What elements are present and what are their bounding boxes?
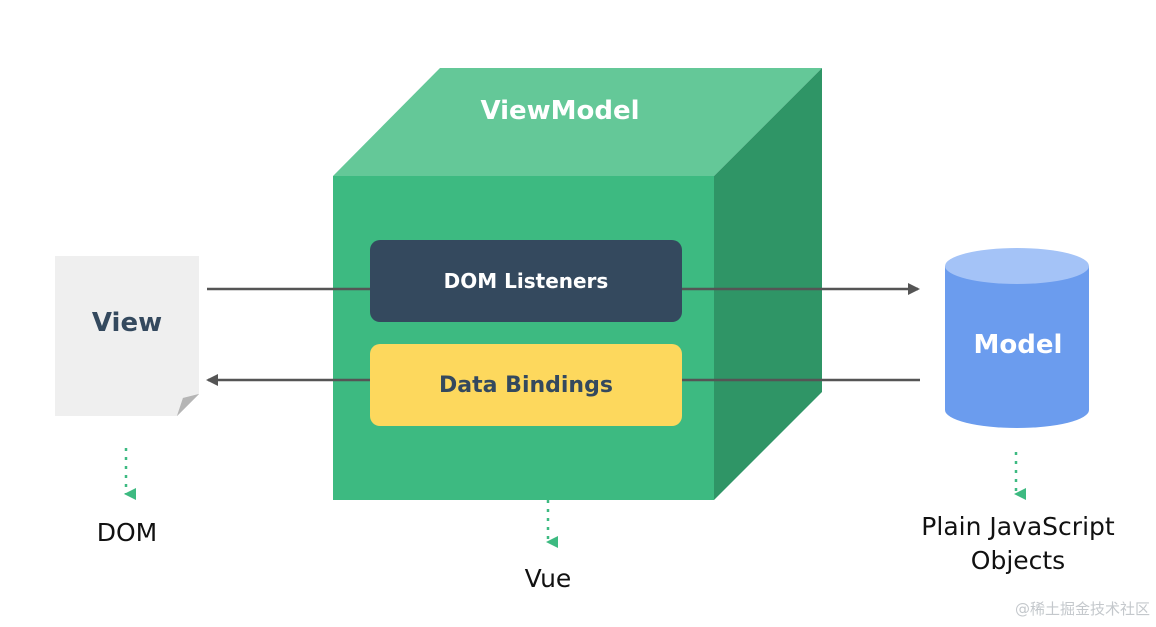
caption-dom: DOM bbox=[96, 518, 158, 547]
caption-plain-line2: Objects bbox=[970, 546, 1066, 575]
cube-side-face bbox=[714, 68, 822, 500]
watermark: @稀土掘金技术社区 bbox=[1014, 600, 1150, 618]
dom-listeners-box: DOM Listeners bbox=[370, 240, 682, 322]
data-bindings-box: Data Bindings bbox=[370, 344, 682, 426]
cube-front-face bbox=[333, 176, 714, 500]
caption-plain-objects: Plain JavaScript Objects bbox=[890, 510, 1146, 578]
caption-vue: Vue bbox=[524, 564, 572, 593]
model-label: Model bbox=[973, 330, 1063, 360]
cube-top-face bbox=[333, 68, 822, 176]
caption-plain-line1: Plain JavaScript bbox=[921, 512, 1115, 541]
viewmodel-title: ViewModel bbox=[480, 96, 640, 126]
view-document-icon bbox=[55, 256, 199, 416]
view-label: View bbox=[91, 308, 163, 338]
